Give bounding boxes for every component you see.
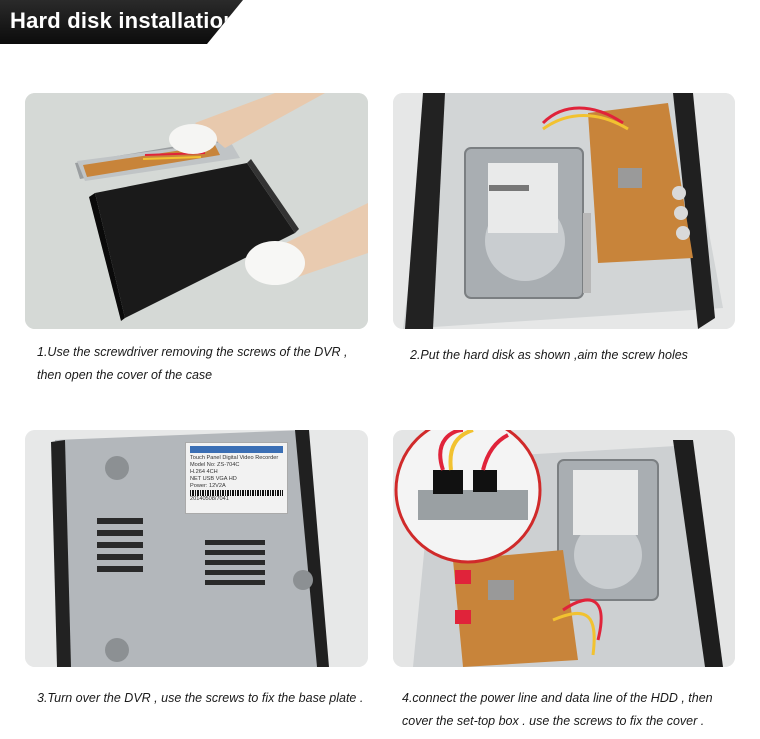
page-title: Hard disk installation: [10, 8, 237, 33]
label-line1: Touch Panel Digital Video Recorder: [190, 455, 279, 461]
product-label: Touch Panel Digital Video Recorder Model…: [185, 442, 288, 514]
label-line3: H.264 4CH: [190, 469, 218, 475]
step-1-line2: then open the cover of the case: [37, 368, 213, 382]
step-4-caption: 4.connect the power line and data line o…: [402, 687, 713, 733]
label-line4: NET USB VGA HD: [190, 476, 237, 482]
label-barcode: [190, 490, 283, 496]
photo-base-plate: Touch Panel Digital Video Recorder Model…: [25, 430, 368, 667]
step-2-line1: 2.Put the hard disk as shown ,aim the sc…: [410, 348, 688, 362]
step-1-line1: 1.Use the screwdriver removing the screw…: [37, 345, 348, 359]
step-1-caption: 1.Use the screwdriver removing the screw…: [37, 341, 348, 387]
label-line5: Power: 12V2A: [190, 483, 226, 489]
label-brand-bar: [190, 446, 283, 453]
photo-open-cover: [25, 93, 368, 329]
step-4-line1: 4.connect the power line and data line o…: [402, 691, 713, 705]
open-cover-illustration: [25, 93, 368, 329]
photo-place-disk: [393, 93, 735, 329]
step-2-caption: 2.Put the hard disk as shown ,aim the sc…: [410, 344, 688, 367]
step-3-line1: 3.Turn over the DVR , use the screws to …: [37, 691, 364, 705]
connect-cables-illustration: [393, 430, 735, 667]
label-serial: 20140508/7041: [190, 496, 229, 502]
label-line2: Model No: ZS-704C: [190, 462, 240, 468]
header-banner: Hard disk installation: [0, 0, 243, 44]
step-4-line2: cover the set-top box . use the screws t…: [402, 714, 705, 728]
step-3-caption: 3.Turn over the DVR , use the screws to …: [37, 687, 363, 710]
place-disk-illustration: [393, 93, 735, 329]
photo-connect-cables: [393, 430, 735, 667]
